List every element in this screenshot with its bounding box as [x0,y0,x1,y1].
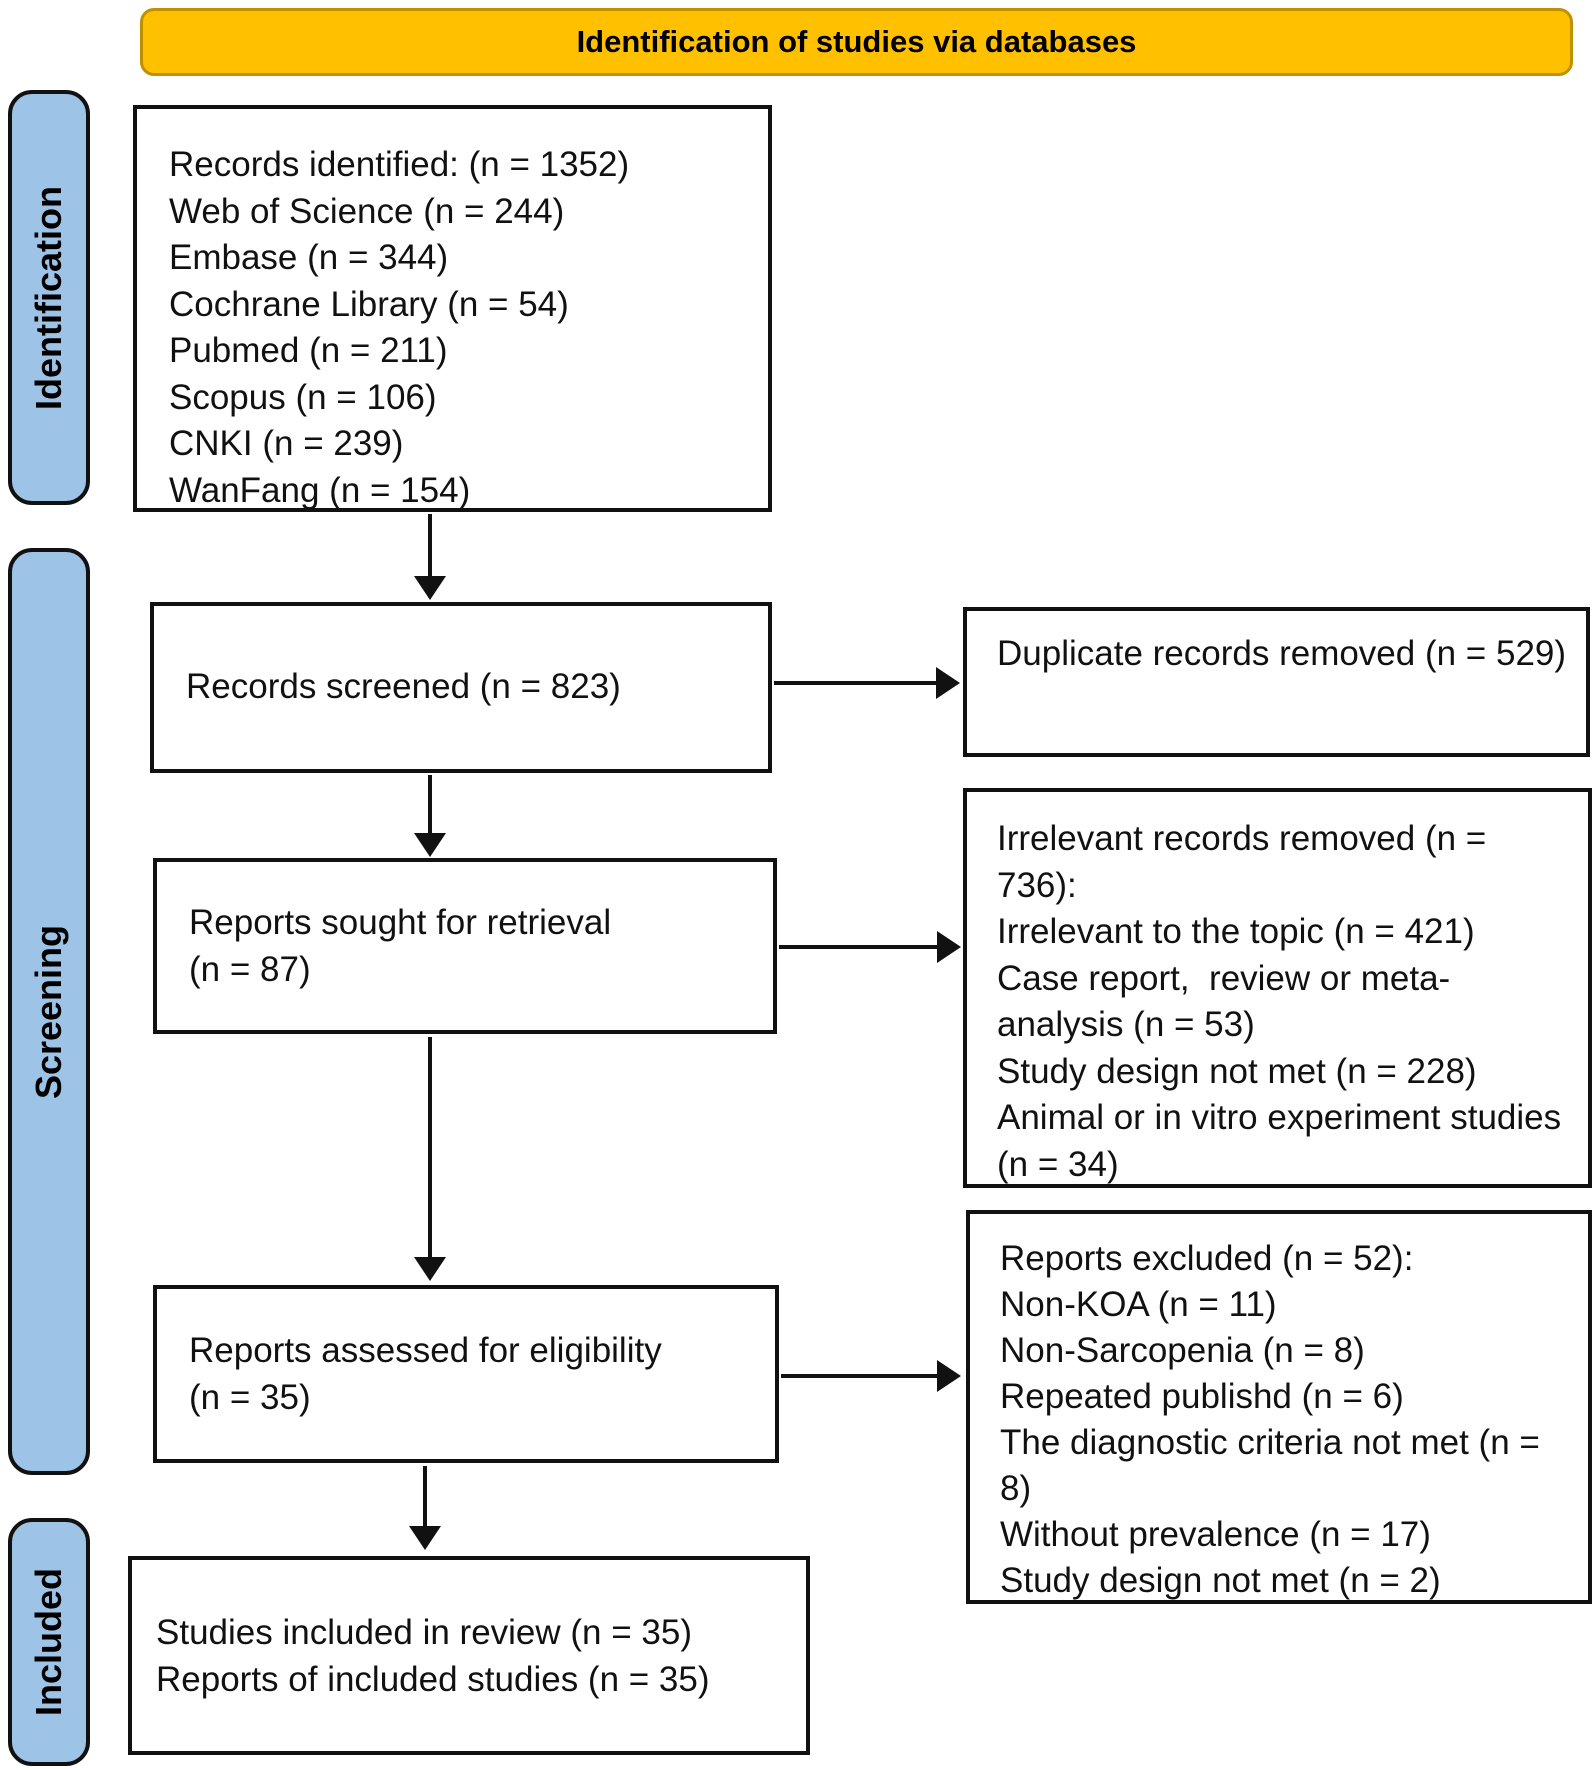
text-line: Records identified: (n = 1352) [169,145,630,184]
reports-assessed-box: Reports assessed for eligibility (n = 35… [153,1285,779,1463]
stage-label-text: Included [28,1567,70,1717]
text-line: Study design not met (n = 228) [997,1051,1477,1091]
right-arrow-icon [937,931,961,963]
irrelevant-records-removed-box: Irrelevant records removed (n = 736): Ir… [963,788,1592,1188]
text-line: Non-KOA (n = 11) [1000,1285,1277,1324]
right-arrow-icon [936,667,960,699]
connector-line [428,1037,432,1259]
stage-label-text: Screening [28,924,69,1099]
text-line: CNKI (n = 239) [169,424,404,463]
stage-label-included: Included [8,1518,90,1766]
records-screened-box: Records screened (n = 823) [150,602,772,773]
stage-label-screening: Screening [8,548,90,1475]
connector-line [428,775,432,835]
text-line: Animal or in vitro experiment studies (n… [997,1098,1571,1184]
stage-label-text: Identification [28,185,69,410]
text-line: Reports excluded (n = 52): [1000,1239,1414,1278]
down-arrow-icon [414,576,446,600]
reports-excluded-box: Reports excluded (n = 52): Non-KOA (n = … [966,1210,1592,1604]
text-line: Reports assessed for eligibility [189,1331,662,1370]
text-line: Cochrane Library (n = 54) [169,284,569,324]
connector-line [428,514,432,578]
records-identified-box: Records identified: (n = 1352) Web of Sc… [133,105,772,512]
text-line: Pubmed (n = 211) [169,331,448,370]
stage-label-identification: Identification [8,90,90,505]
text-line: Without prevalence (n = 17) [1000,1515,1431,1554]
diagram-title-banner: Identification of studies via databases [140,8,1573,76]
diagram-title: Identification of studies via databases [576,24,1137,59]
text-line: Case report, review or meta-analysis (n … [997,958,1451,1045]
text-line: Studies included in review (n = 35) [156,1612,692,1652]
text-line: Web of Science (n = 244) [169,191,565,231]
text-line: Scopus (n = 106) [169,377,437,417]
text-line: Repeated publishd (n = 6) [1000,1377,1404,1416]
studies-included-box: Studies included in review (n = 35) Repo… [128,1556,810,1755]
text-line: Records screened (n = 823) [186,667,621,707]
down-arrow-icon [414,833,446,857]
connector-line [779,945,939,949]
down-arrow-icon [409,1526,441,1550]
connector-line [423,1466,427,1528]
text-line: Reports of included studies (n = 35) [156,1659,710,1699]
text-line: Reports sought for retrieval [189,903,612,942]
duplicate-records-removed-box: Duplicate records removed (n = 529) [963,607,1590,757]
text-line: (n = 35) [189,1378,311,1417]
connector-line [781,1374,939,1378]
text-line: Irrelevant to the topic (n = 421) [997,912,1475,951]
text-line: Irrelevant records removed (n = 736): [997,819,1496,905]
connector-line [774,681,936,685]
text-line: Study design not met (n = 2) [1000,1561,1441,1600]
text-line: Duplicate records removed (n = 529) [997,634,1567,673]
right-arrow-icon [937,1360,961,1392]
text-line: Non-Sarcopenia (n = 8) [1000,1331,1365,1370]
reports-sought-box: Reports sought for retrieval (n = 87) [153,858,777,1034]
text-line: (n = 87) [189,950,311,989]
down-arrow-icon [414,1257,446,1281]
text-line: The diagnostic criteria not met (n = 8) [1000,1423,1550,1508]
text-line: Embase (n = 344) [169,238,449,277]
text-line: WanFang (n = 154) [169,470,471,510]
